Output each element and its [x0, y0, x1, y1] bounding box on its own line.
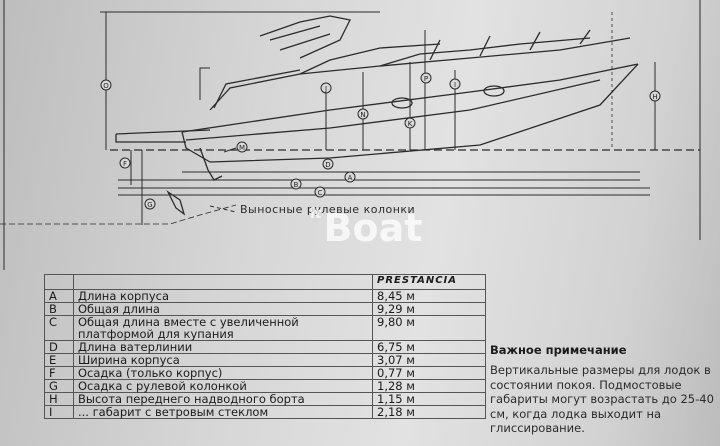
- row-value: 6,75 м: [372, 340, 486, 354]
- row-value: 9,80 м: [372, 315, 486, 341]
- row-key: A: [44, 289, 74, 303]
- row-name: Высота переднего надводного борта: [73, 392, 373, 406]
- row-key: H: [44, 392, 74, 406]
- row-name: Длина корпуса: [73, 289, 373, 303]
- dim-label-p: P: [424, 75, 428, 83]
- drawing-caption: Выносные рулевые колонки: [240, 203, 416, 216]
- dim-label-h: H: [652, 93, 657, 101]
- row-value: 9,29 м: [372, 302, 486, 316]
- row-value: 0,77 м: [372, 366, 486, 380]
- watermark-text: Boat: [323, 206, 423, 250]
- dim-label-d: D: [325, 161, 330, 169]
- row-key: E: [44, 353, 74, 367]
- dim-label-g: G: [147, 201, 152, 209]
- row-name: Общая длина вместе с увеличенной платфор…: [73, 315, 373, 341]
- row-name: Ширина корпуса: [73, 353, 373, 367]
- dim-label-b: B: [294, 181, 299, 189]
- row-key: I: [44, 405, 74, 419]
- row-value: 1,28 м: [372, 379, 486, 393]
- row-name: ... габарит с ветровым стеклом: [73, 405, 373, 419]
- row-value: 1,15 м: [372, 392, 486, 406]
- note-body: Вертикальные размеры для лодок в состоян…: [490, 363, 714, 435]
- table-header-row: PRESTANCIA: [44, 274, 486, 290]
- dim-label-o: O: [103, 82, 109, 90]
- dim-label-c: C: [318, 189, 323, 197]
- boat-profile-drawing: O J P I N K H M F D A B C G: [0, 0, 701, 270]
- brand-label: PRESTANCIA: [372, 274, 486, 290]
- row-key: B: [44, 302, 74, 316]
- watermark-prefix: lt: [310, 206, 322, 222]
- windshield: [209, 37, 631, 111]
- row-value: 8,45 м: [372, 289, 486, 303]
- row-name: Осадка (только корпус): [73, 366, 373, 380]
- row-key: F: [44, 366, 74, 380]
- note-title: Важное примечание: [490, 343, 627, 357]
- row-name: Осадка с рулевой колонкой: [73, 379, 373, 393]
- row-key: G: [44, 379, 74, 393]
- stern-drive: [199, 147, 223, 181]
- row-value: 3,07 м: [372, 353, 486, 367]
- row-name: Общая длина: [73, 302, 373, 316]
- dim-label-n: N: [360, 111, 365, 119]
- dim-label-f: F: [123, 160, 127, 168]
- row-key: D: [44, 340, 74, 354]
- row-key: C: [44, 315, 74, 341]
- hull-outline: [181, 63, 639, 133]
- row-value: 2,18 м: [372, 405, 486, 419]
- row-name: Длина ватерлинии: [73, 340, 373, 354]
- dim-label-m: M: [239, 144, 245, 152]
- dim-label-i: I: [454, 81, 456, 89]
- watermark: ltBoat: [310, 206, 422, 250]
- dim-label-a: A: [348, 174, 353, 182]
- hull-bottom: [209, 63, 639, 163]
- dim-label-j: J: [324, 85, 327, 93]
- dim-label-k: K: [408, 120, 413, 128]
